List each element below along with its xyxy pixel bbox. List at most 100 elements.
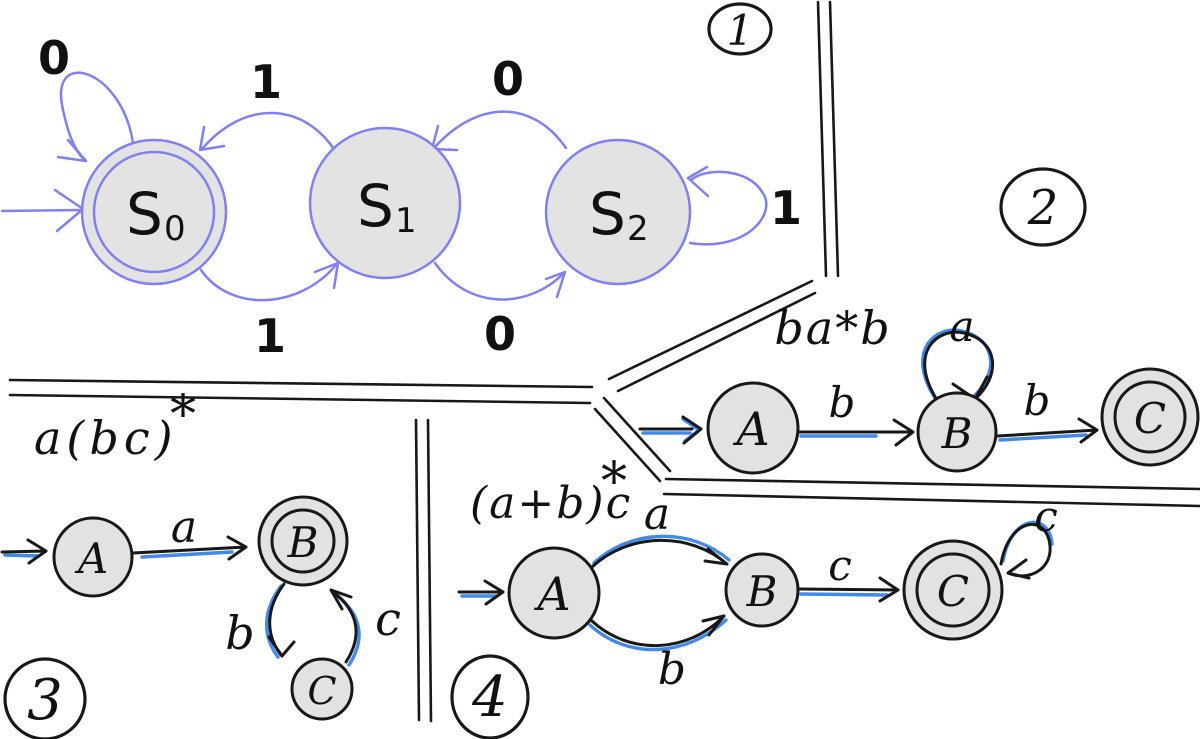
s0-to-s1-arrow bbox=[199, 261, 340, 302]
b-to-c-arrow bbox=[267, 582, 296, 658]
state-c-label: C bbox=[307, 669, 336, 713]
divider-diagonal-lower-b bbox=[593, 407, 662, 483]
b-to-c-label: c bbox=[828, 541, 852, 590]
s2-self-loop-arrow bbox=[686, 165, 768, 246]
start-arrow bbox=[0, 188, 85, 233]
s2-to-s1-arrow bbox=[430, 110, 568, 152]
b-to-c-label: b bbox=[1024, 376, 1051, 425]
state-a bbox=[706, 381, 800, 475]
state-c-label: C bbox=[937, 567, 969, 616]
divider-vertical-top-b bbox=[828, 0, 840, 278]
state-a bbox=[52, 516, 134, 598]
region2-nfa: ba*b b a b A B C bbox=[638, 301, 1200, 475]
state-b bbox=[916, 391, 998, 473]
divider-diagonal-upper-b bbox=[616, 291, 817, 393]
a-to-b-highlight bbox=[140, 550, 234, 559]
start-arrow-highlight bbox=[3, 553, 40, 558]
state-b-label: B bbox=[941, 409, 973, 458]
divider-diagonal-upper-a bbox=[607, 279, 814, 381]
region2-expression: ba*b bbox=[774, 301, 891, 355]
a-to-b-bottom-label: b bbox=[658, 644, 686, 695]
b-to-c-highlight bbox=[799, 592, 889, 597]
c-self-loop-arrow bbox=[999, 523, 1052, 580]
badge-2-number: 2 bbox=[1027, 180, 1059, 236]
divider-vertical-bottom-b bbox=[426, 418, 433, 723]
state-s0-subscript: 0 bbox=[164, 209, 186, 249]
divider-horizontal-left-a bbox=[8, 378, 594, 389]
region4-expression: (a+b)c bbox=[470, 478, 632, 529]
badge-3-number: 3 bbox=[27, 668, 63, 733]
state-c-inner bbox=[1113, 380, 1187, 454]
s0-self-loop-arrow bbox=[56, 71, 135, 163]
divider-horizontal-left-b bbox=[8, 393, 592, 405]
c-to-b-label: c bbox=[375, 592, 401, 646]
c-to-b-arrow bbox=[329, 588, 358, 664]
region-badges: 1 2 3 4 bbox=[3, 2, 1087, 739]
s1-to-s2-arrow bbox=[433, 261, 567, 301]
region4-nfa: (a+b)c * a b c c A B C bbox=[457, 452, 1058, 695]
b-self-loop-label: a bbox=[949, 302, 974, 351]
divider-horizontal-right-a bbox=[664, 477, 1200, 491]
region1-dfa: 0 1 0 1 0 1 S 0 S 1 S 2 bbox=[0, 31, 802, 363]
badge-1-circle bbox=[707, 2, 773, 56]
state-s2-label: S bbox=[589, 180, 626, 248]
a-to-b-arrow bbox=[131, 535, 248, 561]
state-s2 bbox=[544, 138, 692, 286]
divider-horizontal-right-b bbox=[662, 492, 1200, 508]
divider-vertical-bottom-a bbox=[414, 418, 421, 722]
region3-nfa: a(bc) * a b c A B C bbox=[0, 385, 401, 721]
a-to-b-label: b bbox=[829, 378, 856, 427]
state-c-inner bbox=[915, 552, 991, 628]
state-s0-inner bbox=[92, 150, 216, 274]
state-c bbox=[290, 657, 354, 721]
start-arrow bbox=[0, 538, 48, 565]
state-c-label: C bbox=[1134, 394, 1166, 443]
b-to-c-label: b bbox=[225, 606, 254, 660]
state-s0-label: S bbox=[126, 180, 163, 248]
state-b-label: B bbox=[287, 518, 319, 567]
c-self-loop-label: c bbox=[1034, 492, 1058, 541]
divider-lines bbox=[8, 0, 1200, 723]
state-a-label: A bbox=[74, 534, 108, 583]
s1-to-s0-label: 1 bbox=[250, 55, 282, 109]
state-a-label: A bbox=[732, 402, 769, 456]
badge-2-circle bbox=[999, 167, 1087, 247]
a-to-b-arrow bbox=[797, 418, 915, 447]
a-to-b-top-arrow bbox=[590, 538, 729, 569]
state-a-label: A bbox=[533, 567, 570, 621]
region3-expression: a(bc) bbox=[34, 411, 178, 465]
b-to-c-highlight bbox=[265, 584, 283, 659]
a-to-b-label: a bbox=[171, 502, 197, 553]
s1-to-s0-arrow bbox=[198, 111, 336, 152]
badge-3-circle bbox=[3, 657, 87, 739]
s1-to-s2-label: 0 bbox=[484, 307, 516, 361]
a-to-b-bottom-arrow bbox=[590, 614, 726, 648]
b-self-loop-highlight bbox=[921, 328, 993, 400]
b-to-c-arrow bbox=[797, 576, 900, 603]
region3-expression-star: * bbox=[170, 385, 196, 445]
region4-expression-star: * bbox=[601, 452, 627, 512]
badge-4-circle bbox=[450, 654, 530, 739]
state-s1-label: S bbox=[357, 172, 394, 240]
state-b-inner bbox=[270, 508, 336, 574]
divider-diagonal-lower-a bbox=[602, 396, 672, 473]
a-to-b-top-highlight bbox=[592, 534, 731, 565]
state-s1-subscript: 1 bbox=[395, 201, 417, 241]
b-to-c-arrow bbox=[996, 417, 1099, 444]
s0-self-loop-label: 0 bbox=[38, 31, 70, 85]
badge-1-number: 1 bbox=[727, 6, 754, 55]
divider-vertical-top-a bbox=[816, 0, 828, 278]
state-a bbox=[507, 546, 601, 640]
s0-to-s1-label: 1 bbox=[254, 309, 286, 363]
a-to-b-top-label: a bbox=[644, 489, 670, 540]
state-b-label: B bbox=[746, 567, 778, 616]
start-arrow bbox=[457, 579, 505, 606]
b-to-c-highlight bbox=[998, 433, 1088, 442]
s2-to-s1-label: 0 bbox=[492, 52, 524, 106]
state-b bbox=[724, 552, 800, 628]
badge-4-number: 4 bbox=[471, 665, 508, 730]
s2-self-loop-label: 1 bbox=[770, 181, 802, 235]
state-s2-subscript: 2 bbox=[627, 209, 649, 249]
